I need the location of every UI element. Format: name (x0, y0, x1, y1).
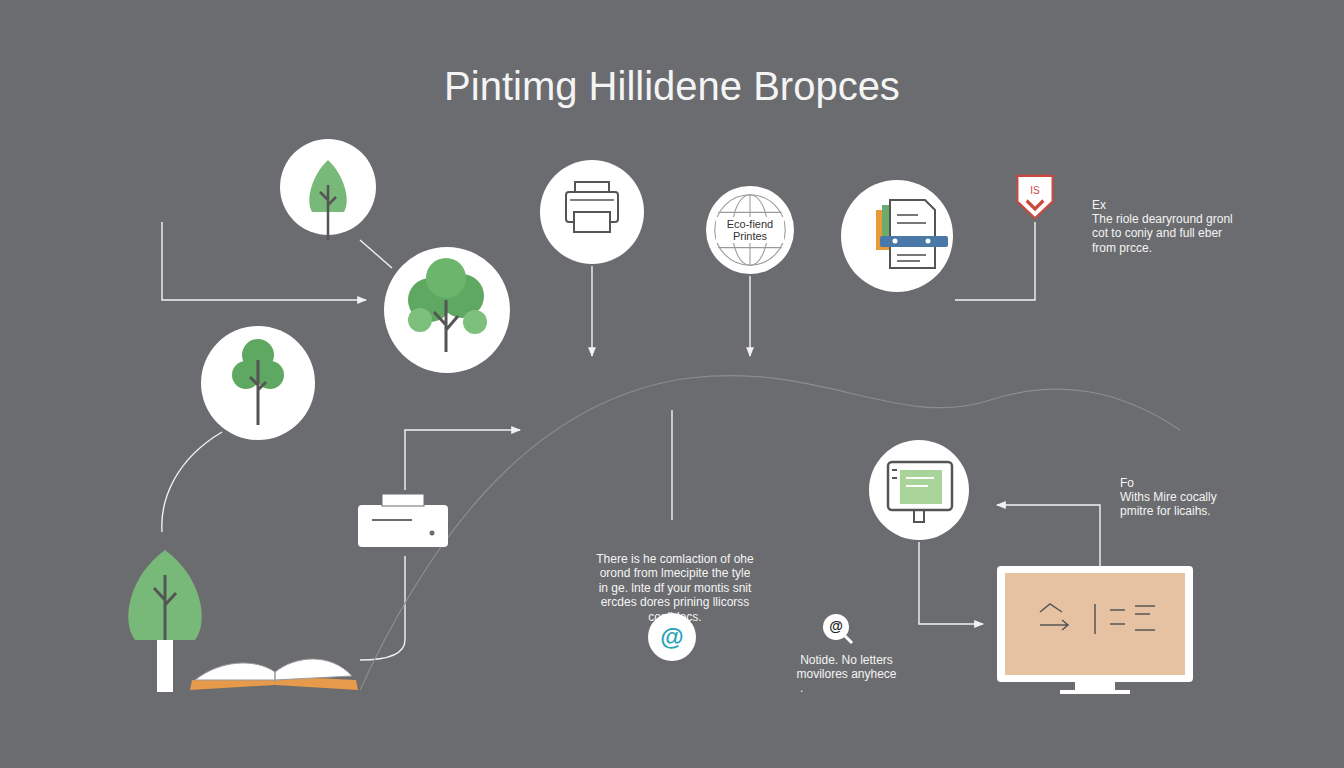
tree-icon (128, 550, 202, 692)
printer-circle (540, 160, 644, 264)
book-icon (190, 659, 358, 690)
note-text: Withs Mire cocally pmitre for licaihs. (1120, 490, 1250, 519)
note-heading: Fo (1120, 476, 1160, 490)
tree-circle (280, 139, 376, 240)
dot: . (800, 681, 803, 695)
note-text: There is he comlaction of ohe orond from… (594, 552, 756, 624)
note-text: The riole dearyround gronl cot to coniy … (1092, 212, 1237, 255)
shield-outline (1016, 174, 1054, 220)
search-icon (823, 614, 852, 643)
tree-circle (384, 247, 510, 373)
tablet-circle (869, 440, 969, 540)
tree-circle (201, 326, 315, 440)
globe-circle: Eco-fiend Printes (706, 186, 794, 274)
node-text: Eco-fiend Printes (716, 217, 784, 243)
node-text: @ (660, 624, 683, 650)
title: Pintimg Hillidene Bropces (0, 64, 1344, 109)
at-sign: @ (826, 618, 846, 635)
node-text: IS (1030, 185, 1039, 196)
note-heading: Ex (1092, 198, 1132, 212)
note-text: Notide. No letters movilores anyhece (784, 653, 909, 682)
at-circle: @ (648, 613, 696, 661)
monitor-icon (997, 566, 1193, 694)
printer-icon (358, 494, 448, 547)
shield-badge: IS (1016, 174, 1054, 220)
flow-lines (162, 222, 1100, 660)
document-circle (841, 180, 953, 292)
